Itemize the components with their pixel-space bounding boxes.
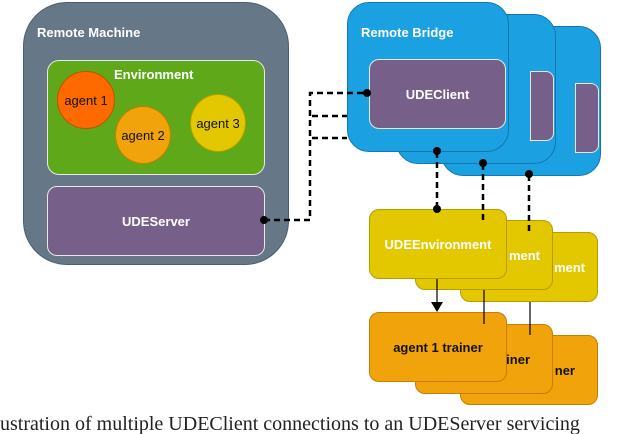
remote-bridge-title: Remote Bridge [361, 25, 454, 40]
udeclient-label: UDEClient [405, 86, 470, 102]
env-port-dot [433, 205, 441, 213]
udeclient-back-1 [530, 71, 554, 141]
environment-title: Environment [114, 67, 194, 82]
udeclient-back-2 [575, 83, 599, 153]
agent-3-node: agent 3 [190, 94, 246, 152]
udeclient: UDEClient [369, 59, 506, 129]
bridge-2-port-dot [479, 159, 487, 167]
agent-1-trainer-label: agent 1 trainer [393, 339, 483, 355]
ude-server-label: UDEServer [122, 213, 190, 229]
figure-caption: ustration of multiple UDEClient connecti… [0, 414, 580, 434]
ude-environment-label: UDEEnvironment [384, 236, 492, 252]
server-port-dot [260, 216, 268, 224]
agent-2-label: agent 2 [121, 127, 165, 143]
ude-environment: UDEEnvironment [369, 209, 507, 279]
agent-1-label: agent 1 [64, 92, 108, 108]
ude-server: UDEServer [47, 186, 265, 256]
remote-machine-title: Remote Machine [37, 25, 141, 40]
trainer-back-2-label: ner [554, 362, 575, 378]
agent-2-node: agent 2 [115, 106, 171, 164]
bridge-3-port-dot [525, 170, 533, 178]
client-port-dot [363, 89, 371, 97]
ude-environment-back-1-label: ment [508, 247, 540, 263]
ude-environment-back-2-label: ment [553, 259, 585, 275]
arrowhead-icon [431, 302, 443, 312]
dashed-server-to-bridge-1 [264, 91, 367, 222]
agent-1-node: agent 1 [57, 71, 115, 129]
bridge-1-port-dot [433, 147, 441, 155]
agent-3-label: agent 3 [196, 115, 240, 131]
trainer-back-1-label: iner [506, 351, 530, 367]
